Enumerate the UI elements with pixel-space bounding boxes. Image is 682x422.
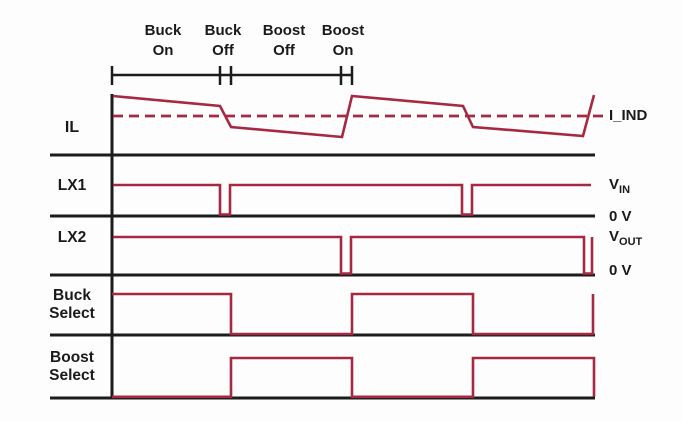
timeline-phase-boost-on: Boost On [305, 21, 381, 61]
phase-label-line: Buck [144, 22, 182, 39]
label-i-ind: I_IND [609, 107, 648, 124]
label-v-out-main: V [609, 228, 620, 245]
waveform-lx2 [113, 235, 594, 275]
label-v-out-sub: OUT [619, 236, 643, 248]
label-v-in-main: V [609, 176, 620, 193]
label-v-in-sub: IN [619, 184, 631, 196]
label-zero-v-lx2: 0 V [609, 262, 632, 279]
phase-label-line: Boost [321, 22, 365, 39]
label-zero-v-lx1: 0 V [609, 208, 632, 225]
phase-label-line: On [152, 42, 174, 59]
waveform-lx1 [113, 183, 591, 216]
row-label-line: Boost [50, 349, 94, 366]
label-v-in: VIN [609, 177, 630, 196]
row-label-lx2: LX2 [57, 229, 87, 246]
waveform-buck-select [112, 292, 595, 336]
timeline-phase-boost-off: Boost Off [246, 21, 322, 61]
timeline-phase-buck-off: Buck Off [185, 21, 261, 61]
row-label-line: Select [49, 305, 95, 322]
row-label-boost-select: Boost Select [38, 349, 106, 385]
label-v-out: VOUT [609, 229, 642, 248]
phase-label-line: Boost [262, 22, 306, 39]
row-label-line: Buck [53, 287, 91, 304]
row-label-il: IL [64, 119, 80, 136]
phase-label-line: On [332, 42, 354, 59]
row-label-lx1: LX1 [57, 177, 87, 194]
row-label-buck-select: Buck Select [38, 287, 106, 323]
row-label-line: Select [49, 367, 95, 384]
phase-label-line: Off [212, 42, 234, 59]
waveform-boost-select [112, 356, 596, 399]
timeline-phase-buck-on: Buck On [125, 21, 201, 61]
phase-label-line: Off [273, 42, 295, 59]
waveform-il [112, 94, 596, 139]
phase-label-line: Buck [204, 22, 242, 39]
